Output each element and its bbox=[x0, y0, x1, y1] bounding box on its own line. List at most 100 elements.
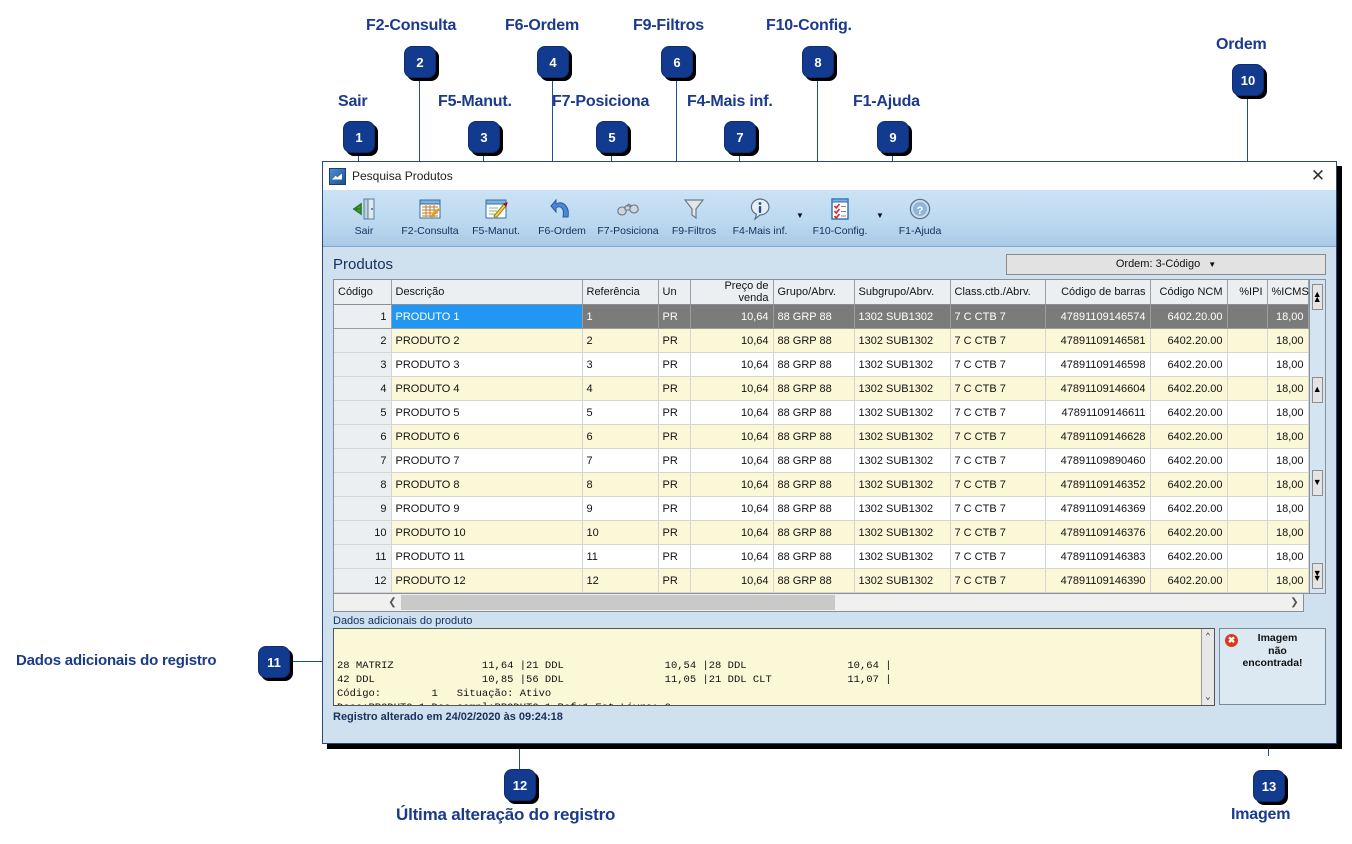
annotation-bubble-6: 6 bbox=[661, 46, 693, 78]
leader-line-6 bbox=[676, 76, 677, 212]
cell-grupo: 88 GRP 88 bbox=[773, 424, 855, 449]
scroll-left-icon[interactable]: ❮ bbox=[388, 597, 397, 608]
product-image-panel: ✖ Imagem não encontrada! bbox=[1219, 628, 1326, 705]
column-header-9[interactable]: Código NCM bbox=[1150, 280, 1228, 305]
toolbar-button-f1-ajuda[interactable]: ? F1-Ajuda bbox=[887, 191, 953, 237]
cell-preco: 10,64 bbox=[690, 424, 774, 449]
hscroll-thumb[interactable] bbox=[401, 595, 835, 610]
next-record-button[interactable]: ▼ bbox=[1311, 470, 1323, 496]
f4-mais-inf-dropdown-caret[interactable]: ▼ bbox=[796, 211, 804, 220]
cell-icms: 18,00 bbox=[1267, 400, 1309, 425]
funnel-filter-icon bbox=[682, 195, 706, 222]
image-msg-line1: Imagem bbox=[1257, 632, 1298, 644]
additional-data-box[interactable]: 28 MATRIZ 11,64 |21 DDL 10,54 |28 DDL 10… bbox=[333, 628, 1215, 706]
cell-descricao: PRODUTO 9 bbox=[391, 496, 583, 521]
column-header-10[interactable]: %IPI bbox=[1227, 280, 1268, 305]
cell-un: PR bbox=[658, 424, 691, 449]
cell-codigo: 6 bbox=[334, 424, 392, 449]
column-header-7[interactable]: Class.ctb./Abrv. bbox=[950, 280, 1046, 305]
cell-icms: 18,00 bbox=[1267, 352, 1309, 377]
toolbar-button-f2-consulta[interactable]: F2-Consulta bbox=[397, 191, 463, 237]
cell-codigo: 8 bbox=[334, 472, 392, 497]
scroll-right-icon[interactable]: ❯ bbox=[1290, 597, 1299, 608]
cell-barras: 47891109890460 bbox=[1045, 448, 1151, 473]
cell-icms: 18,00 bbox=[1267, 496, 1309, 521]
leader-line-4 bbox=[552, 76, 553, 212]
column-header-6[interactable]: Subgrupo/Abrv. bbox=[854, 280, 951, 305]
annotation-label-3: F5-Manut. bbox=[438, 93, 512, 110]
cell-ncm: 6402.20.00 bbox=[1150, 496, 1228, 521]
column-header-8[interactable]: Código de barras bbox=[1045, 280, 1151, 305]
cell-icms: 18,00 bbox=[1267, 520, 1309, 545]
cell-icms: 18,00 bbox=[1267, 424, 1309, 449]
hscroll-track[interactable] bbox=[401, 595, 1286, 610]
cell-barras: 47891109146383 bbox=[1045, 544, 1151, 569]
scroll-up-icon[interactable]: ⌃ bbox=[1205, 632, 1211, 642]
cell-referencia: 10 bbox=[582, 520, 659, 545]
close-icon[interactable]: ✕ bbox=[1310, 166, 1326, 186]
cell-icms: 18,00 bbox=[1267, 376, 1309, 401]
annotation-bubble-12: 12 bbox=[504, 769, 536, 801]
cell-icms: 18,00 bbox=[1267, 568, 1309, 593]
toolbar-label-f4-mais-inf: F4-Mais inf. bbox=[732, 225, 788, 237]
annotation-label-9: F1-Ajuda bbox=[853, 93, 920, 110]
cell-preco: 10,64 bbox=[690, 304, 774, 329]
cell-ipi bbox=[1227, 424, 1268, 449]
cell-descricao: PRODUTO 3 bbox=[391, 352, 583, 377]
column-header-4[interactable]: Preço de venda bbox=[690, 280, 774, 305]
toolbar-button-f4-mais-inf[interactable]: F4-Mais inf. bbox=[727, 191, 793, 237]
column-header-2[interactable]: Referência bbox=[582, 280, 659, 305]
order-selector[interactable]: Ordem: 3-Código ▼ bbox=[1006, 253, 1326, 275]
f10-config-dropdown-caret[interactable]: ▼ bbox=[876, 211, 884, 220]
annotation-label-10: Ordem bbox=[1216, 36, 1267, 53]
toolbar-button-f9-filtros[interactable]: F9-Filtros bbox=[661, 191, 727, 237]
cell-barras: 47891109146390 bbox=[1045, 568, 1151, 593]
toolbar-button-f6-ordem[interactable]: F6-Ordem bbox=[529, 191, 595, 237]
cell-subgrupo: 1302 SUB1302 bbox=[854, 424, 951, 449]
cell-barras: 47891109146628 bbox=[1045, 424, 1151, 449]
additional-data-text: 28 MATRIZ 11,64 |21 DDL 10,54 |28 DDL 10… bbox=[337, 660, 892, 705]
cell-classctb: 7 C CTB 7 bbox=[950, 376, 1046, 401]
previous-record-button[interactable]: ▲ bbox=[1311, 377, 1323, 403]
cell-codigo: 12 bbox=[334, 568, 392, 593]
toolbar-button-f7-posiciona[interactable]: F7-Posiciona bbox=[595, 191, 661, 237]
annotation-label-12: Última alteração do registro bbox=[396, 805, 616, 824]
cell-un: PR bbox=[658, 328, 691, 353]
horizontal-scrollbar[interactable]: ❮ ❯ bbox=[333, 594, 1304, 612]
column-header-3[interactable]: Un bbox=[658, 280, 691, 305]
info-balloon-icon bbox=[748, 195, 772, 222]
toolbar-label-f7-posiciona: F7-Posiciona bbox=[597, 225, 659, 237]
toolbar-button-sair[interactable]: Sair bbox=[331, 191, 397, 237]
cell-preco: 10,64 bbox=[690, 448, 774, 473]
toolbar-button-f5-manut[interactable]: F5-Manut. bbox=[463, 191, 529, 237]
column-header-5[interactable]: Grupo/Abrv. bbox=[773, 280, 855, 305]
scroll-down-icon[interactable]: ⌄ bbox=[1205, 692, 1211, 702]
cell-subgrupo: 1302 SUB1302 bbox=[854, 496, 951, 521]
toolbar-button-f10-config[interactable]: F10-Config. bbox=[807, 191, 873, 237]
cell-barras: 47891109146376 bbox=[1045, 520, 1151, 545]
column-header-11[interactable]: %ICMS bbox=[1267, 280, 1309, 305]
first-record-button[interactable]: ▲▲ bbox=[1311, 284, 1323, 310]
last-record-button[interactable]: ▼▼ bbox=[1311, 563, 1323, 589]
cell-un: PR bbox=[658, 472, 691, 497]
cell-ipi bbox=[1227, 496, 1268, 521]
column-header-0[interactable]: Código bbox=[334, 280, 392, 305]
details-vertical-scrollbar[interactable]: ⌃ ⌄ bbox=[1201, 629, 1214, 705]
cell-referencia: 7 bbox=[582, 448, 659, 473]
column-header-1[interactable]: Descrição bbox=[391, 280, 583, 305]
